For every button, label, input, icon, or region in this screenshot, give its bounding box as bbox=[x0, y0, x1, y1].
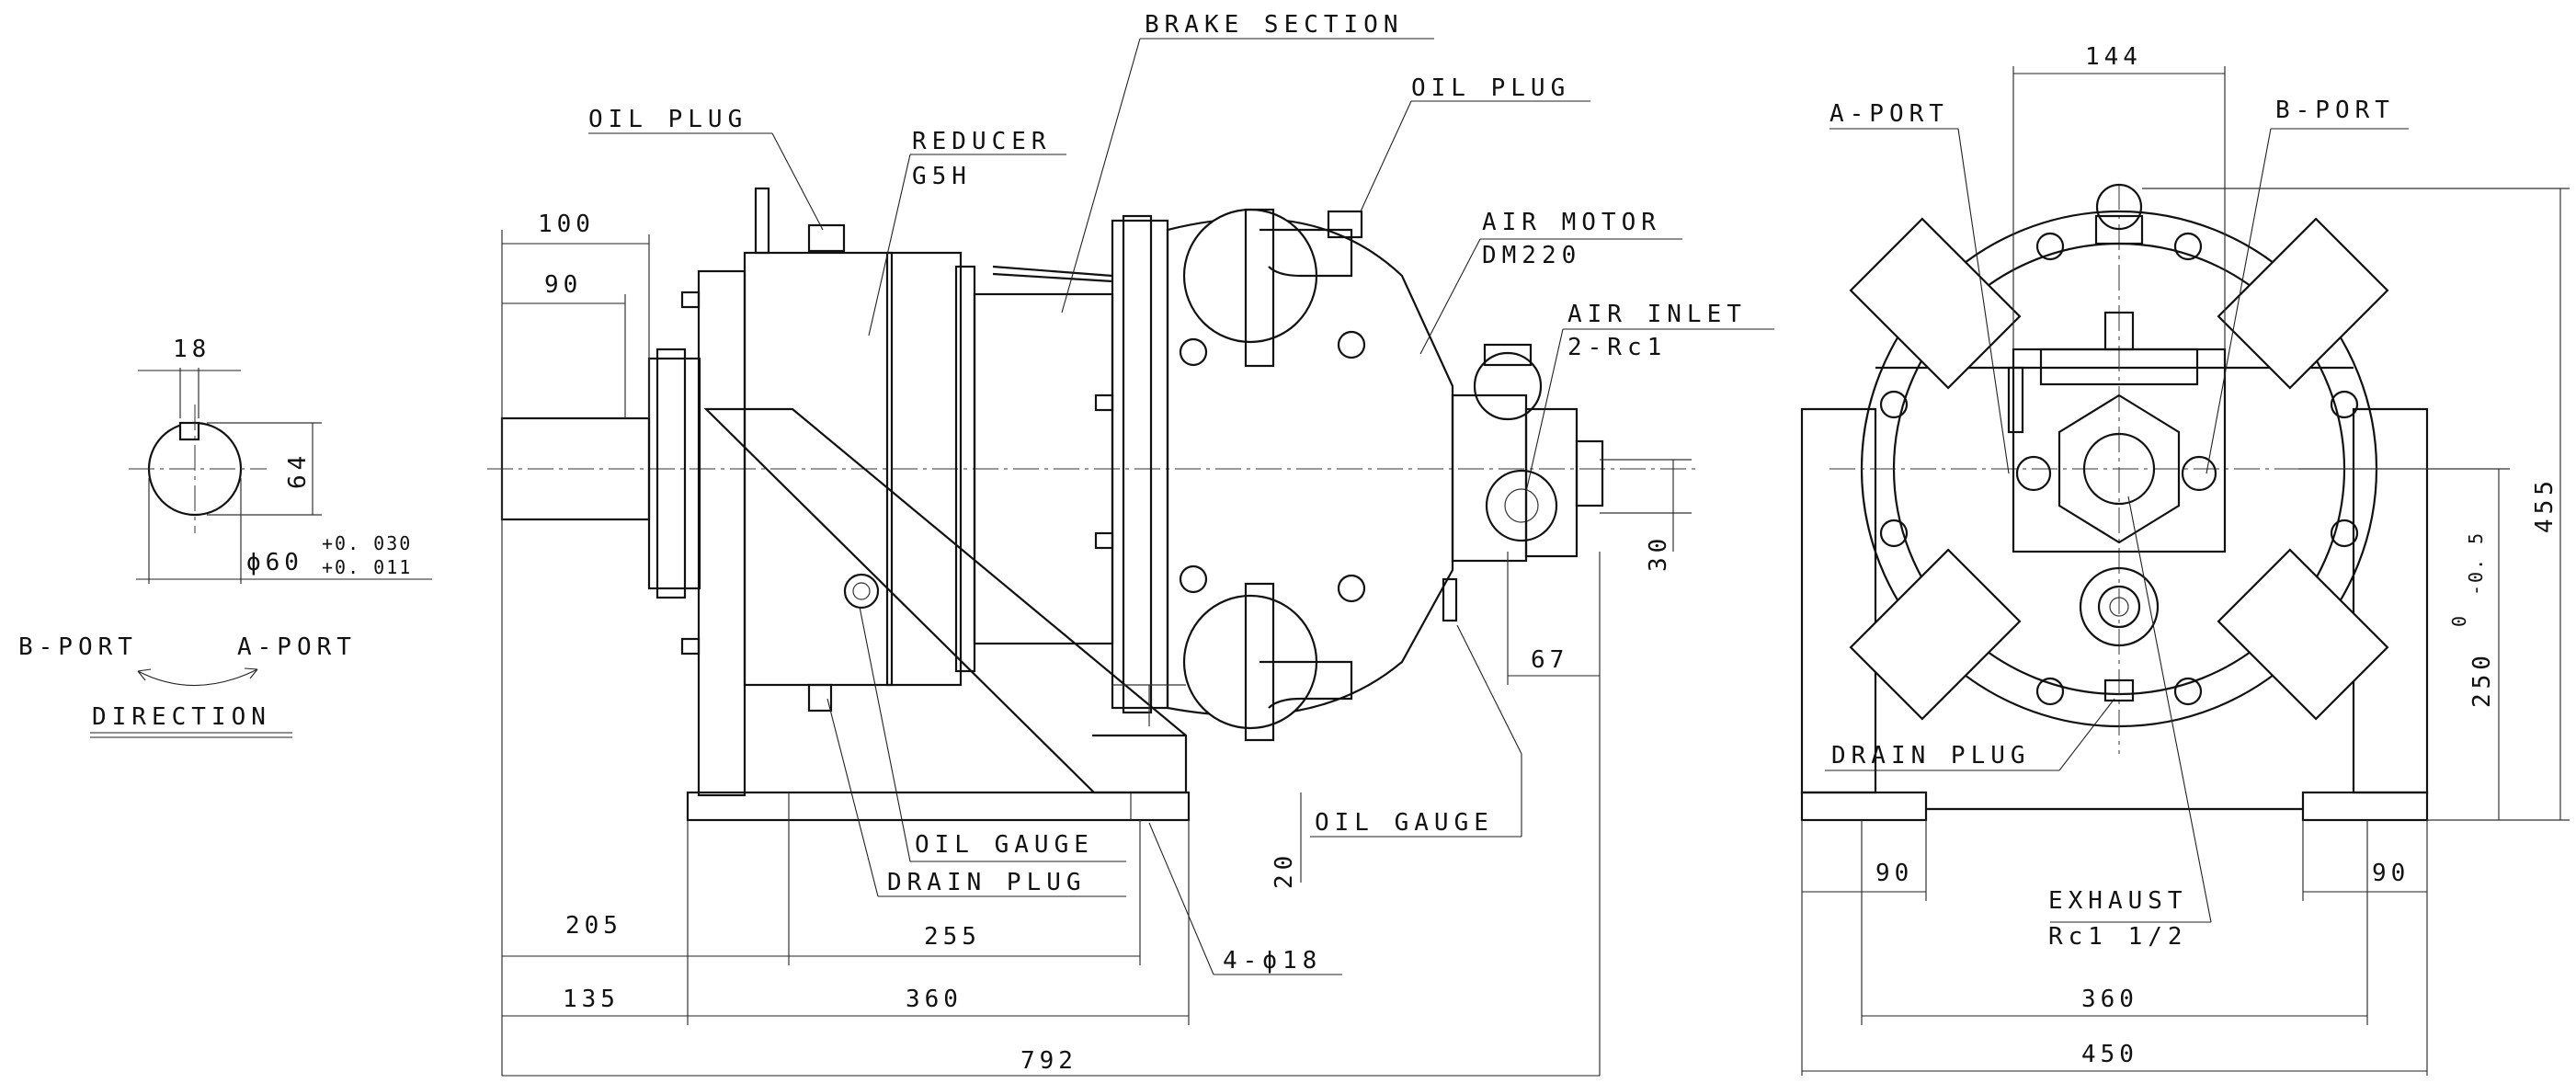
dim-205: 205 bbox=[565, 912, 622, 940]
direction-b-port: B-PORT bbox=[18, 633, 138, 661]
front-view bbox=[1800, 183, 2429, 822]
label-a-port-front: A-PORT bbox=[1829, 100, 1949, 128]
dim-135: 135 bbox=[563, 986, 620, 1013]
label-exhaust-size: Rc1 1/2 bbox=[2048, 923, 2188, 951]
dim-100: 100 bbox=[538, 211, 595, 238]
dim-255: 255 bbox=[924, 923, 981, 951]
dim-450: 450 bbox=[2081, 1041, 2138, 1068]
side-view-leaders bbox=[588, 38, 1774, 975]
dim-360-front: 360 bbox=[2081, 986, 2138, 1013]
shaft-tolerance-upper: +0. 030 bbox=[322, 532, 412, 554]
direction-arrow bbox=[90, 667, 292, 738]
side-view bbox=[487, 187, 1701, 822]
shaft-tolerance-lower: +0. 011 bbox=[322, 556, 412, 578]
direction-title: DIRECTION bbox=[92, 703, 271, 731]
dim-250-tol-upper: 0 bbox=[2448, 614, 2470, 627]
label-drain-plug-front: DRAIN PLUG bbox=[1831, 742, 2031, 770]
label-brake-section: BRAKE SECTION bbox=[1145, 11, 1404, 39]
label-bolt-holes: 4-ϕ18 bbox=[1223, 947, 1322, 975]
dim-90-front-right: 90 bbox=[2372, 860, 2410, 887]
dim-360-side: 360 bbox=[906, 986, 963, 1013]
dim-67: 67 bbox=[1531, 646, 1568, 674]
dim-792: 792 bbox=[1020, 1047, 1077, 1075]
dim-90: 90 bbox=[544, 271, 582, 299]
shaft-key-width: 18 bbox=[173, 336, 211, 363]
label-exhaust: EXHAUST bbox=[2048, 887, 2188, 915]
label-oil-plug-left: OIL PLUG bbox=[588, 106, 747, 133]
dim-144: 144 bbox=[2085, 43, 2142, 71]
label-oil-plug-right: OIL PLUG bbox=[1411, 74, 1570, 102]
label-air-motor: AIR MOTOR bbox=[1482, 209, 1661, 236]
shaft-key-height: 64 bbox=[284, 451, 312, 489]
dim-455: 455 bbox=[2531, 476, 2559, 533]
direction-a-port: A-PORT bbox=[237, 633, 357, 661]
shaft-end-detail bbox=[129, 368, 432, 584]
dim-250: 250 bbox=[2468, 651, 2496, 708]
dim-90-front-left: 90 bbox=[1875, 860, 1913, 887]
dim-250-tol-lower: -0. 5 bbox=[2465, 531, 2487, 596]
label-air-motor-model: DM220 bbox=[1482, 242, 1581, 269]
label-reducer: REDUCER bbox=[912, 128, 1052, 155]
dim-30: 30 bbox=[1645, 534, 1672, 572]
label-air-inlet-size: 2-Rc1 bbox=[1567, 334, 1667, 361]
side-view-dimension-lines bbox=[501, 230, 1692, 1077]
label-drain-plug-side: DRAIN PLUG bbox=[887, 869, 1087, 896]
shaft-diameter: ϕ60 bbox=[246, 549, 303, 576]
front-view-dimension-lines bbox=[1801, 66, 2570, 1076]
label-oil-gauge-inner: OIL GAUGE bbox=[915, 831, 1094, 859]
dim-20: 20 bbox=[1271, 851, 1298, 889]
label-air-inlet: AIR INLET bbox=[1567, 301, 1747, 328]
label-oil-gauge-outer: OIL GAUGE bbox=[1315, 809, 1494, 837]
front-view-leaders bbox=[1825, 128, 2409, 923]
label-b-port-front: B-PORT bbox=[2275, 97, 2395, 124]
label-reducer-model: G5H bbox=[912, 163, 972, 190]
